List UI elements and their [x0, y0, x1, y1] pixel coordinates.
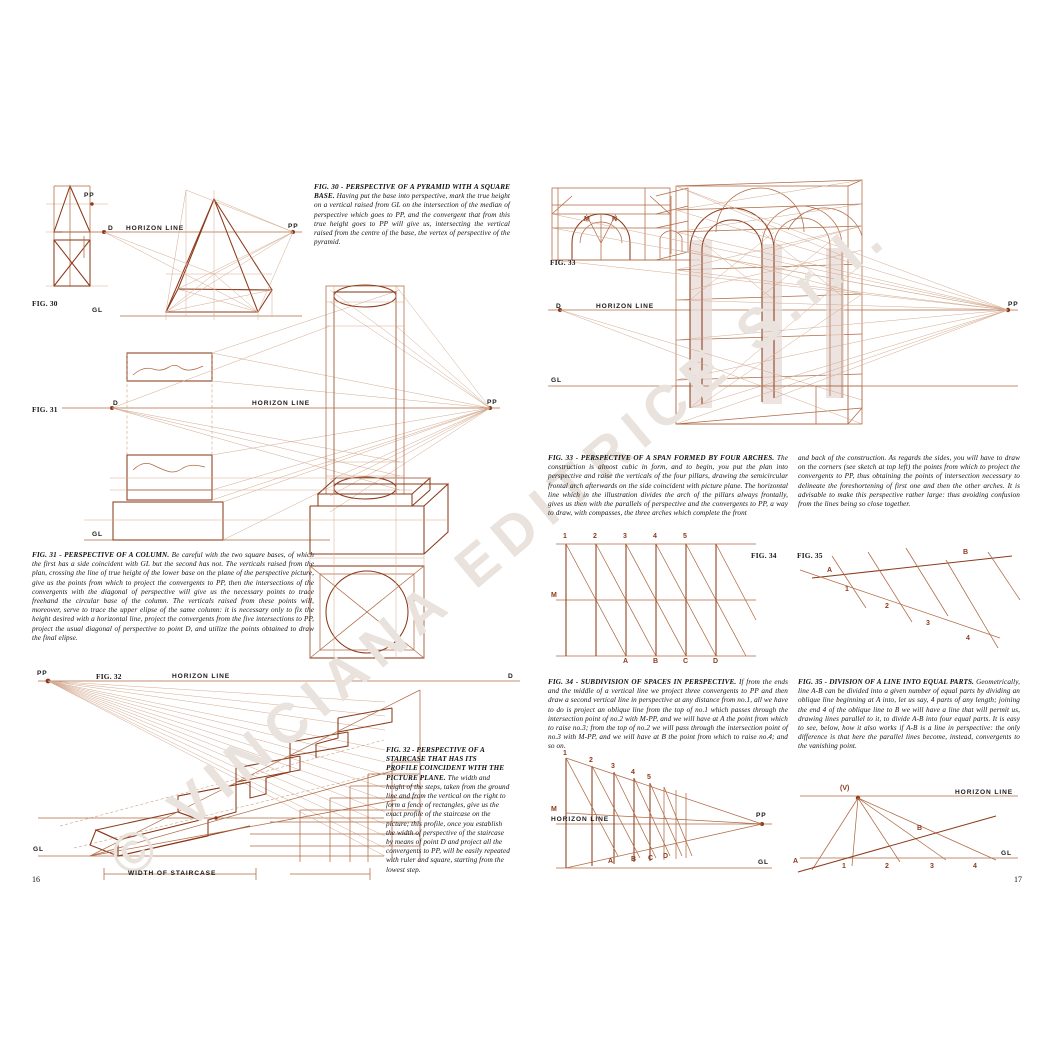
- fig33-caption-body-right: and back of the construction. As regards…: [798, 454, 1020, 509]
- fig30-caption: FIG. 30 - PERSPECTIVE OF A PYRAMID WITH …: [314, 183, 510, 247]
- fig35-label-a: A: [827, 567, 833, 574]
- fig31-label-pp: PP: [487, 399, 498, 406]
- fig32-label-d: D: [508, 673, 514, 680]
- fig35p-div-1: 1: [842, 863, 846, 870]
- fig35-caption: FIG. 35 - DIVISION OF A LINE INTO EQUAL …: [798, 678, 1020, 752]
- fig34-bottom-a: A: [623, 658, 629, 665]
- fig33-label-m: M: [584, 216, 590, 223]
- fig35p-div-3: 3: [930, 863, 934, 870]
- fig30-label-pp: PP: [288, 223, 299, 230]
- fig34-top-4: 4: [653, 533, 657, 540]
- fig34p-label-horizon: HORIZON LINE: [551, 816, 610, 823]
- fig34p-label-gl: GL: [758, 859, 769, 866]
- fig35-perspective: [797, 795, 1018, 873]
- fig34-perspective: [556, 757, 772, 869]
- page-number-left: 16: [32, 875, 40, 884]
- fig31-column: [62, 285, 500, 541]
- fig34p-top-4: 4: [631, 769, 635, 776]
- fig33-caption-title: FIG. 33 - PERSPECTIVE OF A SPAN FORMED B…: [548, 454, 775, 462]
- fig35p-div-2: 2: [885, 863, 889, 870]
- fig32-id: FIG. 32: [96, 672, 122, 681]
- fig30-caption-title: FIG. 30 - PERSPECTIVE OF A PYRAMID WITH …: [314, 183, 510, 201]
- fig35p-label-b: B: [917, 825, 923, 832]
- fig35-div-2: 2: [885, 603, 889, 610]
- fig31-caption: FIG. 31 - PERSPECTIVE OF A COLUMN. Be ca…: [32, 551, 314, 643]
- fig34p-top-2: 2: [589, 757, 593, 764]
- fig31-caption-body: Be careful with the two square bases, of…: [32, 551, 314, 642]
- fig33-label-gl: GL: [551, 377, 562, 384]
- fig34-bottom-d: D: [713, 658, 719, 665]
- fig35-caption-title: FIG. 35 - DIVISION OF A LINE INTO EQUAL …: [798, 678, 974, 686]
- fig34-bottom-c: C: [683, 658, 689, 665]
- fig31-label-gl: GL: [92, 531, 103, 538]
- fig30-label-pp-plan: PP: [84, 192, 95, 199]
- fig35p-label-gl: GL: [1001, 850, 1012, 857]
- fig34-label-m: M: [551, 592, 557, 599]
- fig34-bottom-b: B: [653, 658, 659, 665]
- fig31-label-horizon: HORIZON LINE: [252, 400, 311, 407]
- fig30-perspective: [62, 189, 302, 320]
- fig34p-top-1: 1: [563, 750, 567, 757]
- fig35p-div-4: 4: [973, 863, 977, 870]
- fig34-caption: FIG. 34 - SUBDIVISION OF SPACES IN PERSP…: [548, 678, 788, 752]
- fig34-top-1: 1: [563, 533, 567, 540]
- fig33-sketch: [551, 187, 700, 261]
- fig30-plan: [46, 184, 108, 287]
- fig32-label-horizon: HORIZON LINE: [172, 673, 231, 680]
- fig32-label-width: WIDTH OF STAIRCASE: [128, 870, 217, 877]
- fig31-label-d: D: [113, 400, 119, 407]
- fig33-id: FIG. 33: [550, 258, 576, 267]
- fig32-label-pp: PP: [37, 670, 48, 677]
- fig34p-top-5: 5: [647, 774, 651, 781]
- fig34p-bottom-d: D: [663, 853, 669, 860]
- fig32-caption-title: FIG. 32 - PERSPECTIVE OF A STAIRCASE THA…: [386, 746, 505, 782]
- fig34p-label-m: M: [551, 806, 557, 813]
- fig34p-bottom-b: B: [631, 856, 637, 863]
- fig33-caption-left: FIG. 33 - PERSPECTIVE OF A SPAN FORMED B…: [548, 454, 788, 518]
- fig33-label-n: N: [612, 216, 618, 223]
- fig34-top-2: 2: [593, 533, 597, 540]
- fig34-top-5: 5: [683, 533, 687, 540]
- fig34p-bottom-c: C: [648, 855, 654, 862]
- fig35p-label-horizon: HORIZON LINE: [955, 789, 1014, 796]
- fig33-arches: [548, 179, 1018, 425]
- fig35-div-1: 1: [845, 586, 849, 593]
- fig34p-bottom-a: A: [608, 858, 614, 865]
- fig33-label-pp: PP: [1008, 301, 1019, 308]
- fig35p-label-a: A: [793, 858, 799, 865]
- fig34-caption-body: If from the ends and the middle of a ver…: [548, 678, 788, 751]
- fig35-caption-body: Geometrically, line A-B can be divided i…: [798, 678, 1020, 751]
- fig32-caption: FIG. 32 - PERSPECTIVE OF A STAIRCASE THA…: [386, 746, 510, 875]
- fig34-caption-title: FIG. 34 - SUBDIVISION OF SPACES IN PERSP…: [548, 678, 737, 686]
- page-number-right: 17: [1014, 875, 1022, 884]
- fig35-label-b: B: [963, 549, 969, 556]
- fig31-caption-title: FIG. 31 - PERSPECTIVE OF A COLUMN.: [32, 551, 170, 559]
- fig33-caption-right: and back of the construction. As regards…: [798, 454, 1020, 509]
- fig30-caption-body: Having put the base into perspective, ma…: [314, 192, 510, 247]
- fig34-id: FIG. 34: [751, 551, 777, 560]
- fig30-label-d: D: [108, 225, 114, 232]
- fig34-top-3: 3: [623, 533, 627, 540]
- fig32-caption-body: The width and height of the steps, taken…: [386, 773, 510, 874]
- fig35-div-3: 3: [926, 620, 930, 627]
- fig30-label-horizon: HORIZON LINE: [126, 225, 185, 232]
- fig34-grid: [556, 543, 757, 657]
- fig35-geometric: [799, 547, 1021, 649]
- fig33-caption-body-left: The construction is almost cubic in form…: [548, 454, 788, 518]
- fig35p-label-v: (V): [840, 785, 850, 792]
- fig33-label-horizon: HORIZON LINE: [596, 303, 655, 310]
- fig30-id: FIG. 30: [32, 299, 58, 308]
- fig33-label-d: D: [556, 303, 562, 310]
- fig34p-top-3: 3: [611, 763, 615, 770]
- fig35-id: FIG. 35: [797, 551, 823, 560]
- fig32-label-gl: GL: [33, 846, 44, 853]
- fig31-id: FIG. 31: [32, 405, 58, 414]
- fig34p-label-pp: PP: [756, 812, 767, 819]
- fig35-div-4: 4: [966, 635, 970, 642]
- fig30-label-gl: GL: [92, 307, 103, 314]
